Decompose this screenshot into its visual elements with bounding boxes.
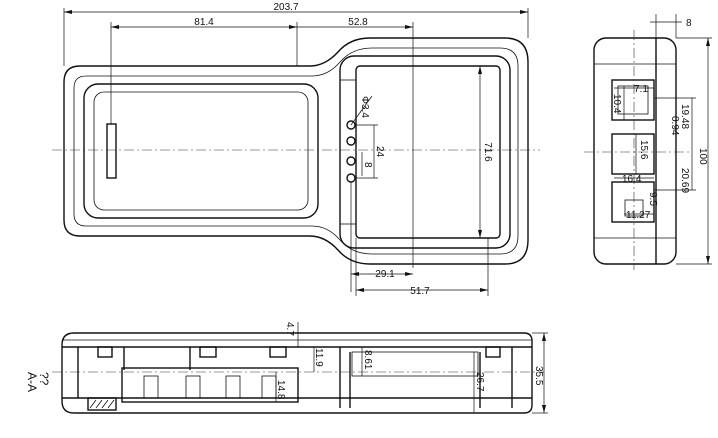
label-slot: [106, 123, 117, 179]
led-hole-2: [346, 136, 356, 146]
top-view-inner-outline: [73, 47, 519, 255]
side-view-outline: [593, 37, 677, 265]
dim-side-20-69: 20.69: [679, 168, 690, 193]
clip-detail: [87, 397, 117, 411]
top-view: 203.7 81.4 52.8 71.6 Φ3.4 24 8 29.1: [52, 2, 540, 297]
dim-side-0-94: 0.94: [669, 116, 680, 136]
dim-side-10-4: 10.4: [611, 94, 622, 114]
dim-overall-length: 203.7: [273, 2, 298, 13]
screen-section: [351, 351, 479, 377]
dim-section-14-8: 14.8: [275, 380, 286, 400]
dim-screen-width: 51.7: [410, 286, 430, 297]
dim-side-15-6: 15.6: [638, 140, 649, 160]
dim-side-7-1: 7.1: [634, 84, 648, 95]
dim-side-thickness: 8: [686, 18, 692, 29]
section-view: 4.7 11.9 8.61 14.8 26.7 35.5 ?? A-A: [25, 322, 548, 414]
dim-side-19-48: 19.48: [679, 104, 690, 129]
dim-section-4-7: 4.7: [284, 322, 295, 336]
boss-4: [485, 346, 501, 358]
dim-middle-section: 52.8: [348, 17, 368, 28]
boss-1: [97, 346, 113, 358]
dim-section-35-5: 35.5: [533, 366, 544, 386]
dim-side-9-5: 9.5: [647, 192, 658, 206]
screen-frame-outer: [339, 55, 511, 249]
dim-section-26-7: 26.7: [474, 372, 485, 392]
led-hole-1: [346, 120, 356, 130]
connector-block-1: [611, 79, 655, 121]
left-panel-outer: [83, 83, 319, 219]
dim-side-16-4: 16.4: [622, 174, 642, 185]
dim-screen-height: 71.6: [482, 142, 493, 162]
dim-side-100: 100: [697, 148, 708, 165]
section-mark: ??: [37, 372, 51, 386]
connector-block-2: [611, 133, 655, 175]
screen-window: [355, 65, 501, 239]
dim-side-11-27: 11.27: [626, 210, 651, 221]
boss-2: [199, 346, 217, 358]
dim-screen-offset: 29.1: [375, 269, 395, 280]
side-view: 8 100 19.48 0.94 20.69 7.1 10.4 15.6 16.…: [584, 14, 712, 270]
dim-section-8-61: 8.61: [362, 350, 373, 370]
dim-hole-spacing: 8: [362, 162, 373, 168]
dim-hole-spacing-total: 24: [374, 146, 385, 158]
section-outline: [61, 332, 533, 414]
left-panel-inner: [93, 91, 309, 211]
led-hole-4: [346, 173, 356, 183]
dim-section-11-9: 11.9: [313, 348, 324, 367]
led-hole-3: [346, 156, 356, 166]
dim-left-section: 81.4: [194, 17, 214, 28]
dim-hole-diameter: Φ3.4: [359, 96, 370, 118]
section-label: A-A: [25, 372, 39, 392]
top-view-outline: [63, 37, 529, 265]
battery-compartment: [121, 367, 299, 403]
connector-block-3: [611, 181, 655, 223]
boss-3: [269, 346, 287, 358]
